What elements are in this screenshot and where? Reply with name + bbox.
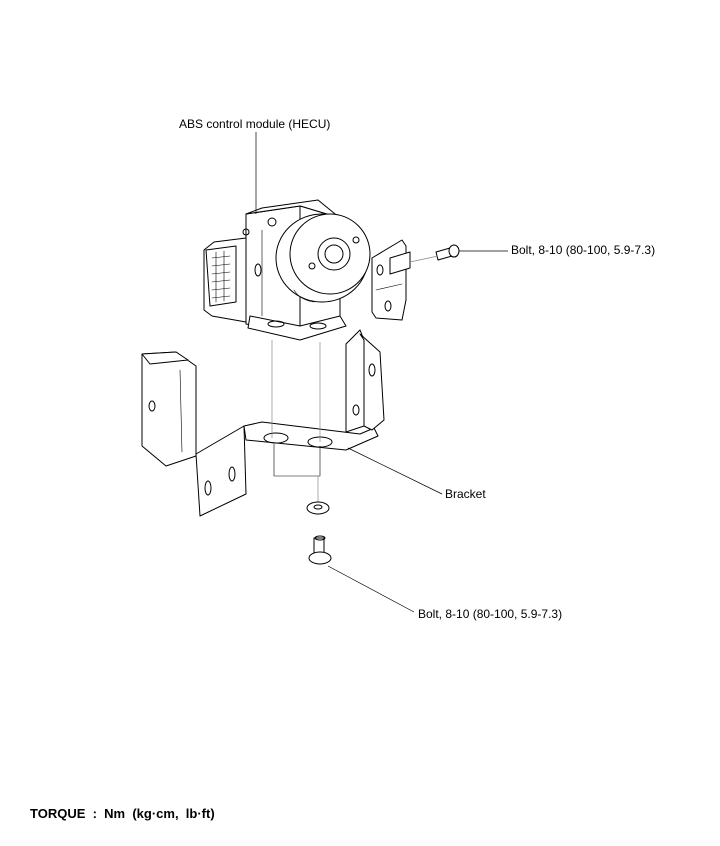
bracket-label: Bracket (445, 487, 486, 501)
hecu-module (203, 199, 371, 341)
lower-bolt-leader (327, 565, 415, 613)
lower-bolt (308, 535, 332, 565)
alignment-guides (271, 340, 321, 506)
washer (306, 501, 330, 515)
mounting-bracket (141, 329, 385, 517)
lower-bolt-label: Bolt, 8-10 (80-100, 5.9-7.3) (418, 607, 563, 621)
upper-bolt (409, 244, 508, 263)
module-label: ABS control module (HECU) (179, 117, 331, 131)
side-bracket (371, 239, 411, 321)
upper-bolt-label: Bolt, 8-10 (80-100, 5.9-7.3) (511, 243, 656, 257)
bracket-leader (347, 447, 443, 495)
torque-units-note: TORQUE : Nm (kg·cm, lb·ft) (30, 806, 215, 821)
